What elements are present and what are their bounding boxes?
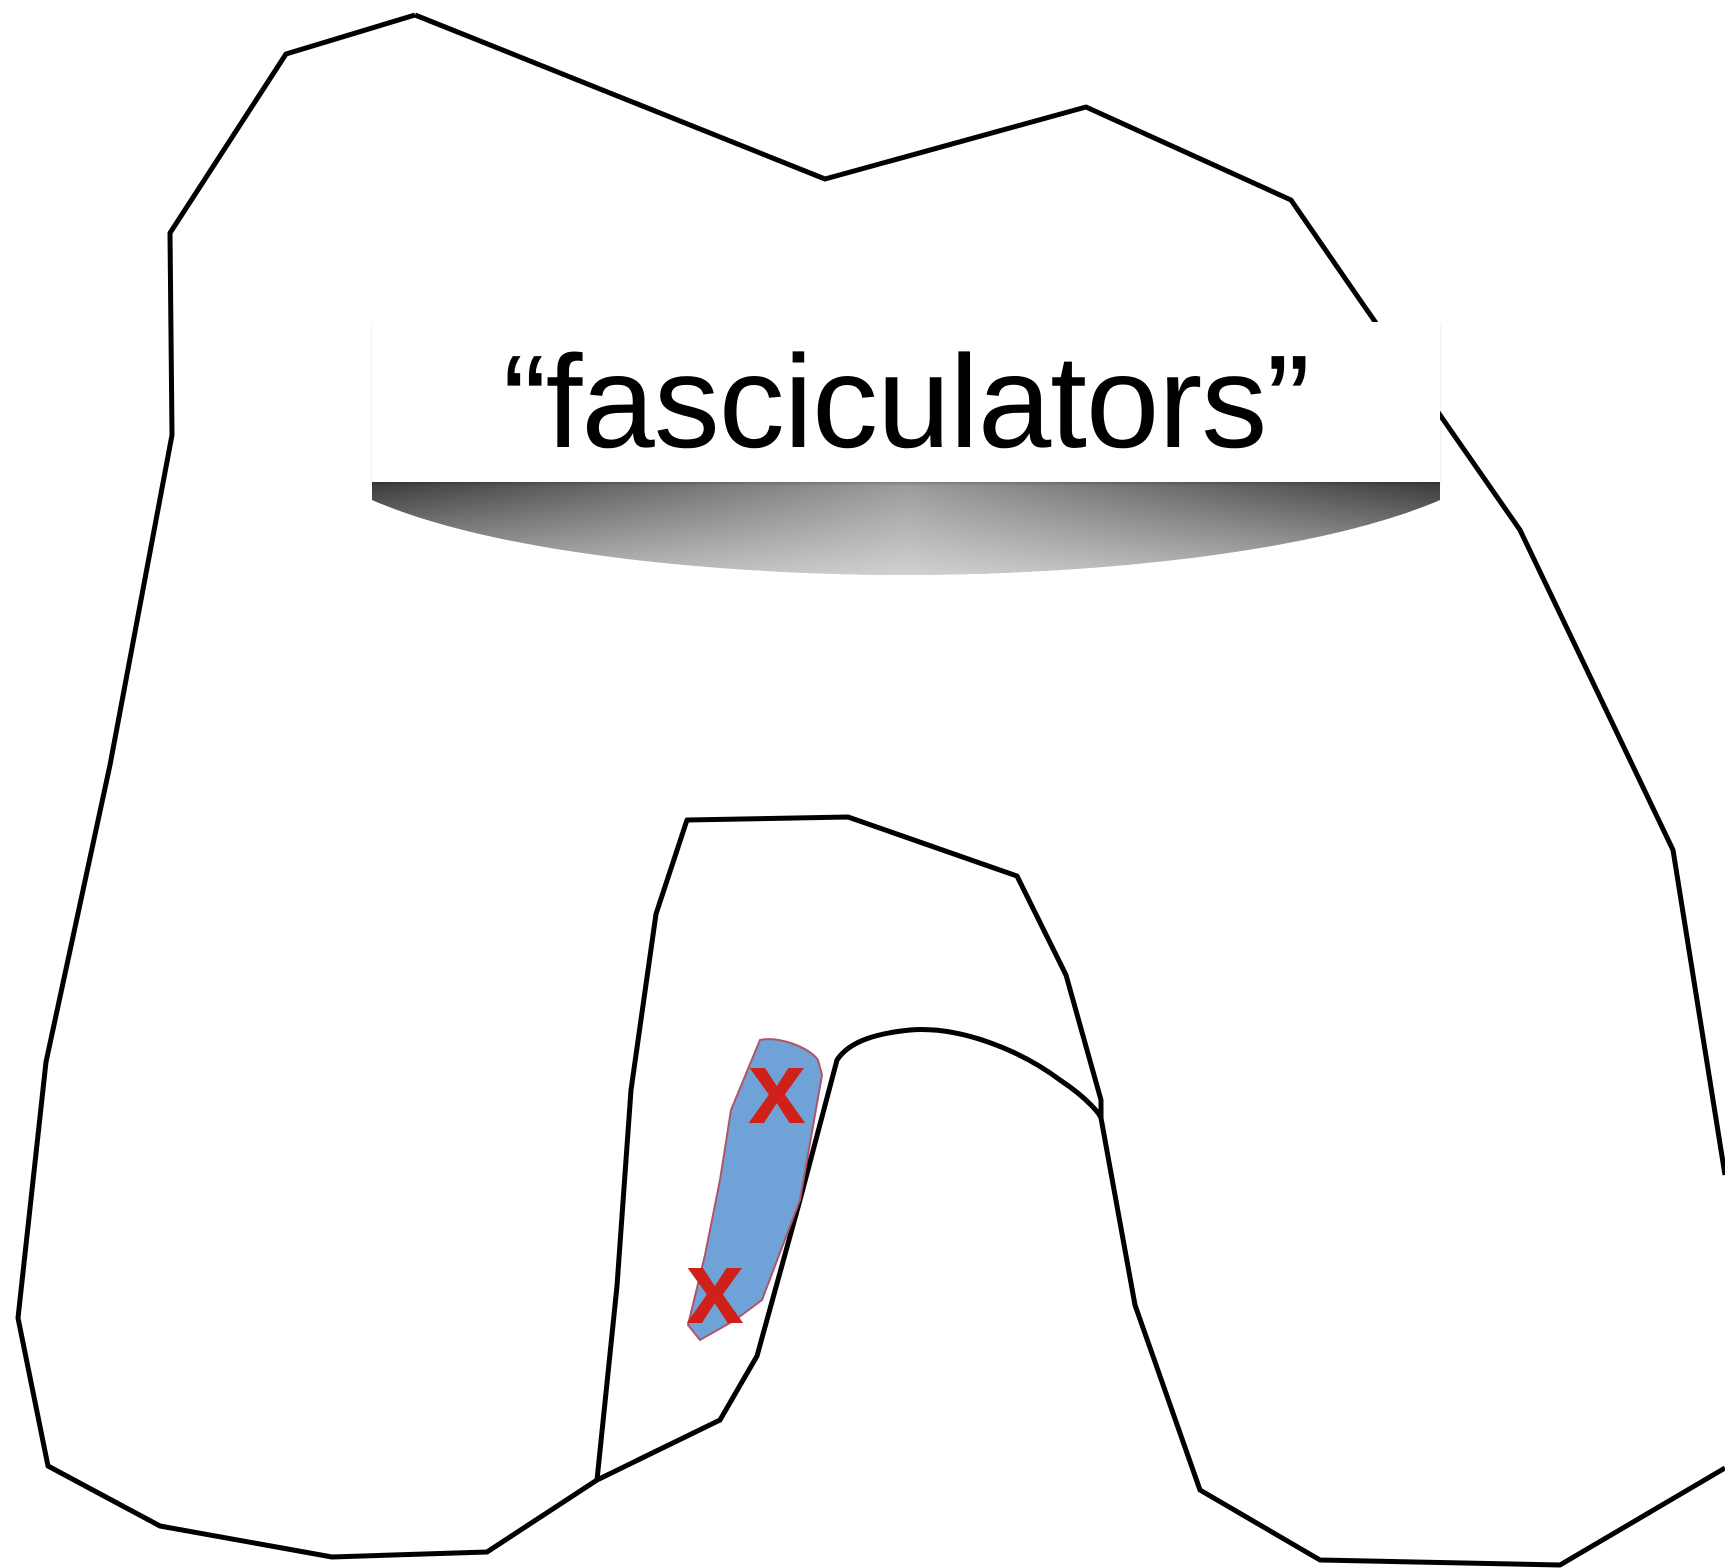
label-text: “fasciculators” (503, 336, 1310, 468)
outer-outline (18, 15, 1725, 1565)
inner-arch-outline (597, 817, 1101, 1480)
x-marker-upper: x (748, 1036, 806, 1140)
fasciculators-label: “fasciculators” (372, 322, 1440, 482)
x-marker-lower: x (686, 1236, 744, 1340)
